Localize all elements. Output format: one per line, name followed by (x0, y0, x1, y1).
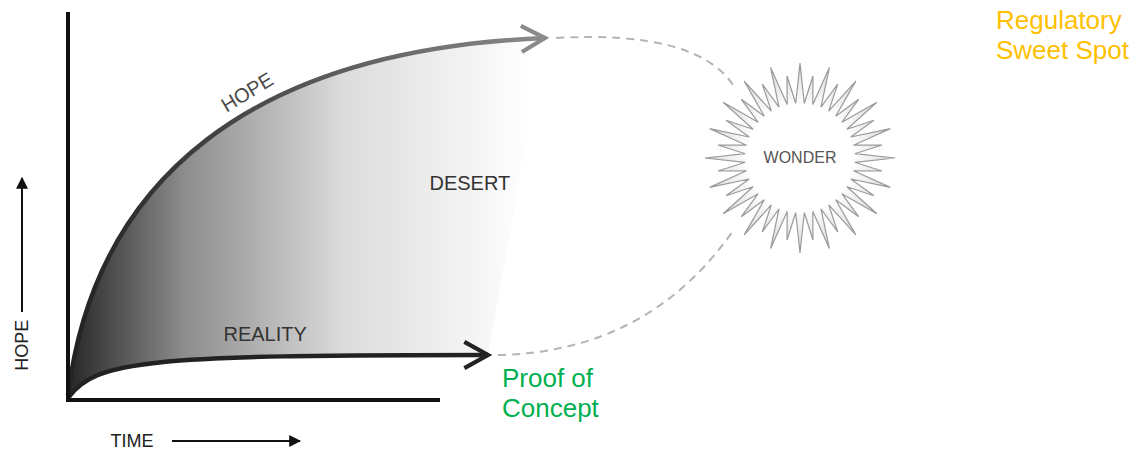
axis-arrow (172, 440, 300, 442)
wonder-starburst: WONDER (701, 59, 899, 257)
region-label: DESERT (430, 172, 511, 195)
reality-curve (68, 355, 488, 398)
curve-label: HOPE (217, 68, 277, 117)
starburst-core (749, 107, 851, 209)
dashed-path (498, 228, 735, 355)
annotation-label: Regulatory Sweet Spot (996, 6, 1136, 66)
hope-curve (68, 38, 545, 395)
curve-label: REALITY (224, 323, 307, 346)
starburst-shape (705, 63, 895, 253)
axis-arrow (21, 178, 23, 312)
axis-label: TIME (111, 431, 154, 452)
y-axis (66, 12, 70, 402)
node-text: WONDER (764, 149, 837, 167)
axis-label: HOPE (12, 319, 33, 370)
annotation-label: Proof of Concept (502, 364, 642, 424)
x-axis (66, 398, 440, 402)
dashed-path (556, 37, 735, 88)
desert-gradient (68, 38, 545, 398)
